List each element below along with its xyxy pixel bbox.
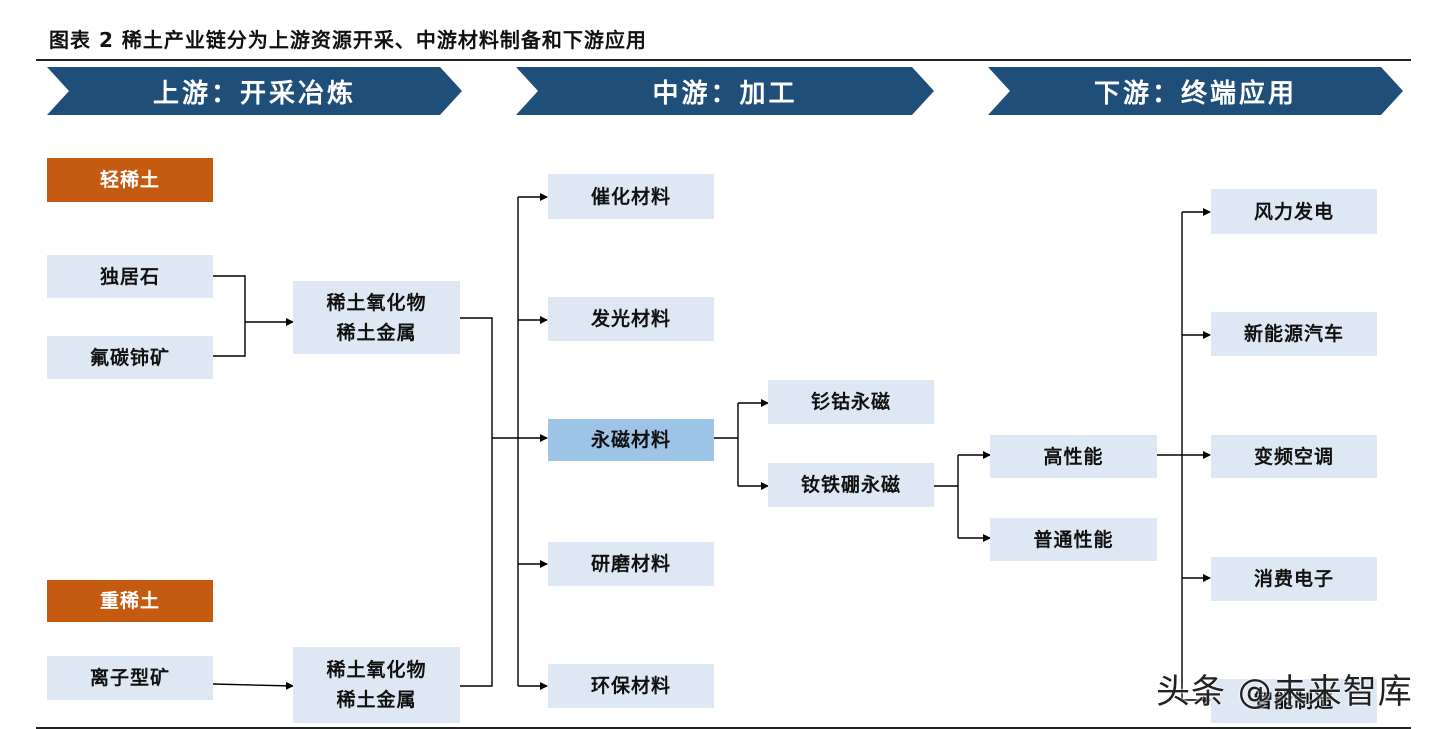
app-new-energy-vehicle: 新能源汽车 xyxy=(1211,312,1377,356)
grade-ordinary: 普通性能 xyxy=(990,518,1157,561)
stage-midstream-label: 中游：加工 xyxy=(652,78,798,109)
bottom-rule xyxy=(36,727,1411,729)
material-luminescent: 发光材料 xyxy=(548,297,714,341)
ore-ionic: 离子型矿 xyxy=(47,656,213,700)
app-smart-manufacturing: 智能制造 xyxy=(1211,679,1377,723)
stage-downstream-chevron: 下游：终端应用 xyxy=(988,67,1403,115)
material-environmental: 环保材料 xyxy=(548,664,714,708)
stage-midstream-chevron: 中游：加工 xyxy=(516,67,934,115)
light-rare-earth-label: 轻稀土 xyxy=(47,158,213,202)
ore-monazite: 独居石 xyxy=(47,255,213,298)
stage-upstream-chevron: 上游：开采冶炼 xyxy=(47,67,462,115)
stage-downstream-label: 下游：终端应用 xyxy=(1093,78,1297,109)
magnet-smco: 钐钴永磁 xyxy=(768,380,934,424)
heavy-rare-earth-label: 重稀土 xyxy=(47,580,213,622)
heavy-product-box: 稀土氧化物 稀土金属 xyxy=(293,647,460,723)
material-polishing: 研磨材料 xyxy=(548,542,714,586)
ore-bastnaesite: 氟碳铈矿 xyxy=(47,336,213,379)
magnet-ndfeb: 钕铁硼永磁 xyxy=(768,463,934,507)
top-rule xyxy=(36,59,1411,61)
watermark: 头条 @未来智库 xyxy=(1156,672,1413,712)
material-catalyst: 催化材料 xyxy=(548,174,714,219)
app-consumer-electronics: 消费电子 xyxy=(1211,557,1377,601)
figure-title: 图表 2 稀土产业链分为上游资源开采、中游材料制备和下游应用 xyxy=(49,28,647,52)
stage-upstream-label: 上游：开采冶炼 xyxy=(152,78,356,109)
grade-high-performance: 高性能 xyxy=(990,435,1157,478)
material-permanent-magnet: 永磁材料 xyxy=(548,419,714,461)
app-inverter-ac: 变频空调 xyxy=(1211,435,1377,478)
app-wind-power: 风力发电 xyxy=(1211,189,1377,234)
light-product-box: 稀土氧化物 稀土金属 xyxy=(293,281,460,354)
